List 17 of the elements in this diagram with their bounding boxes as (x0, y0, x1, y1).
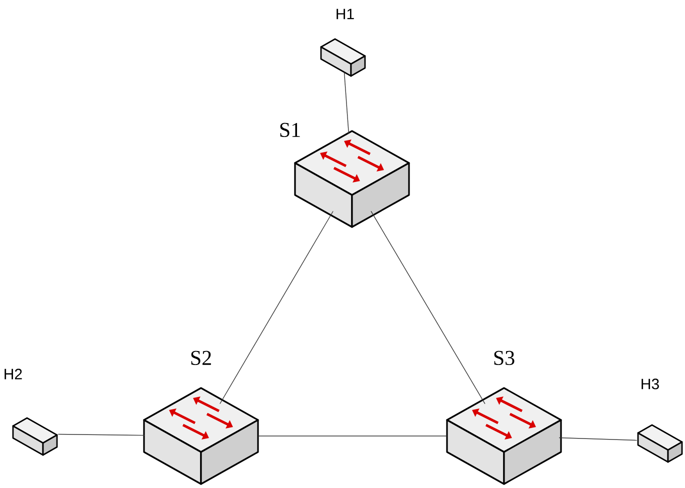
node-label: H1 (336, 8, 354, 20)
connection-line (58, 434, 145, 436)
host: H1 (320, 8, 366, 77)
connection-line (344, 72, 350, 134)
host: H3 (637, 378, 683, 463)
switch: S3 (446, 350, 562, 485)
connection-line (558, 437, 638, 441)
connection-line (370, 210, 486, 404)
node-label: H2 (4, 368, 22, 380)
node-label: S3 (494, 350, 514, 366)
node-label: S2 (191, 350, 211, 366)
connection-line (220, 210, 334, 404)
node-label: S1 (280, 122, 300, 138)
host: H2 (4, 368, 58, 456)
switch: S1 (280, 122, 410, 228)
switch: S2 (143, 350, 259, 485)
node-label: H3 (642, 378, 659, 390)
